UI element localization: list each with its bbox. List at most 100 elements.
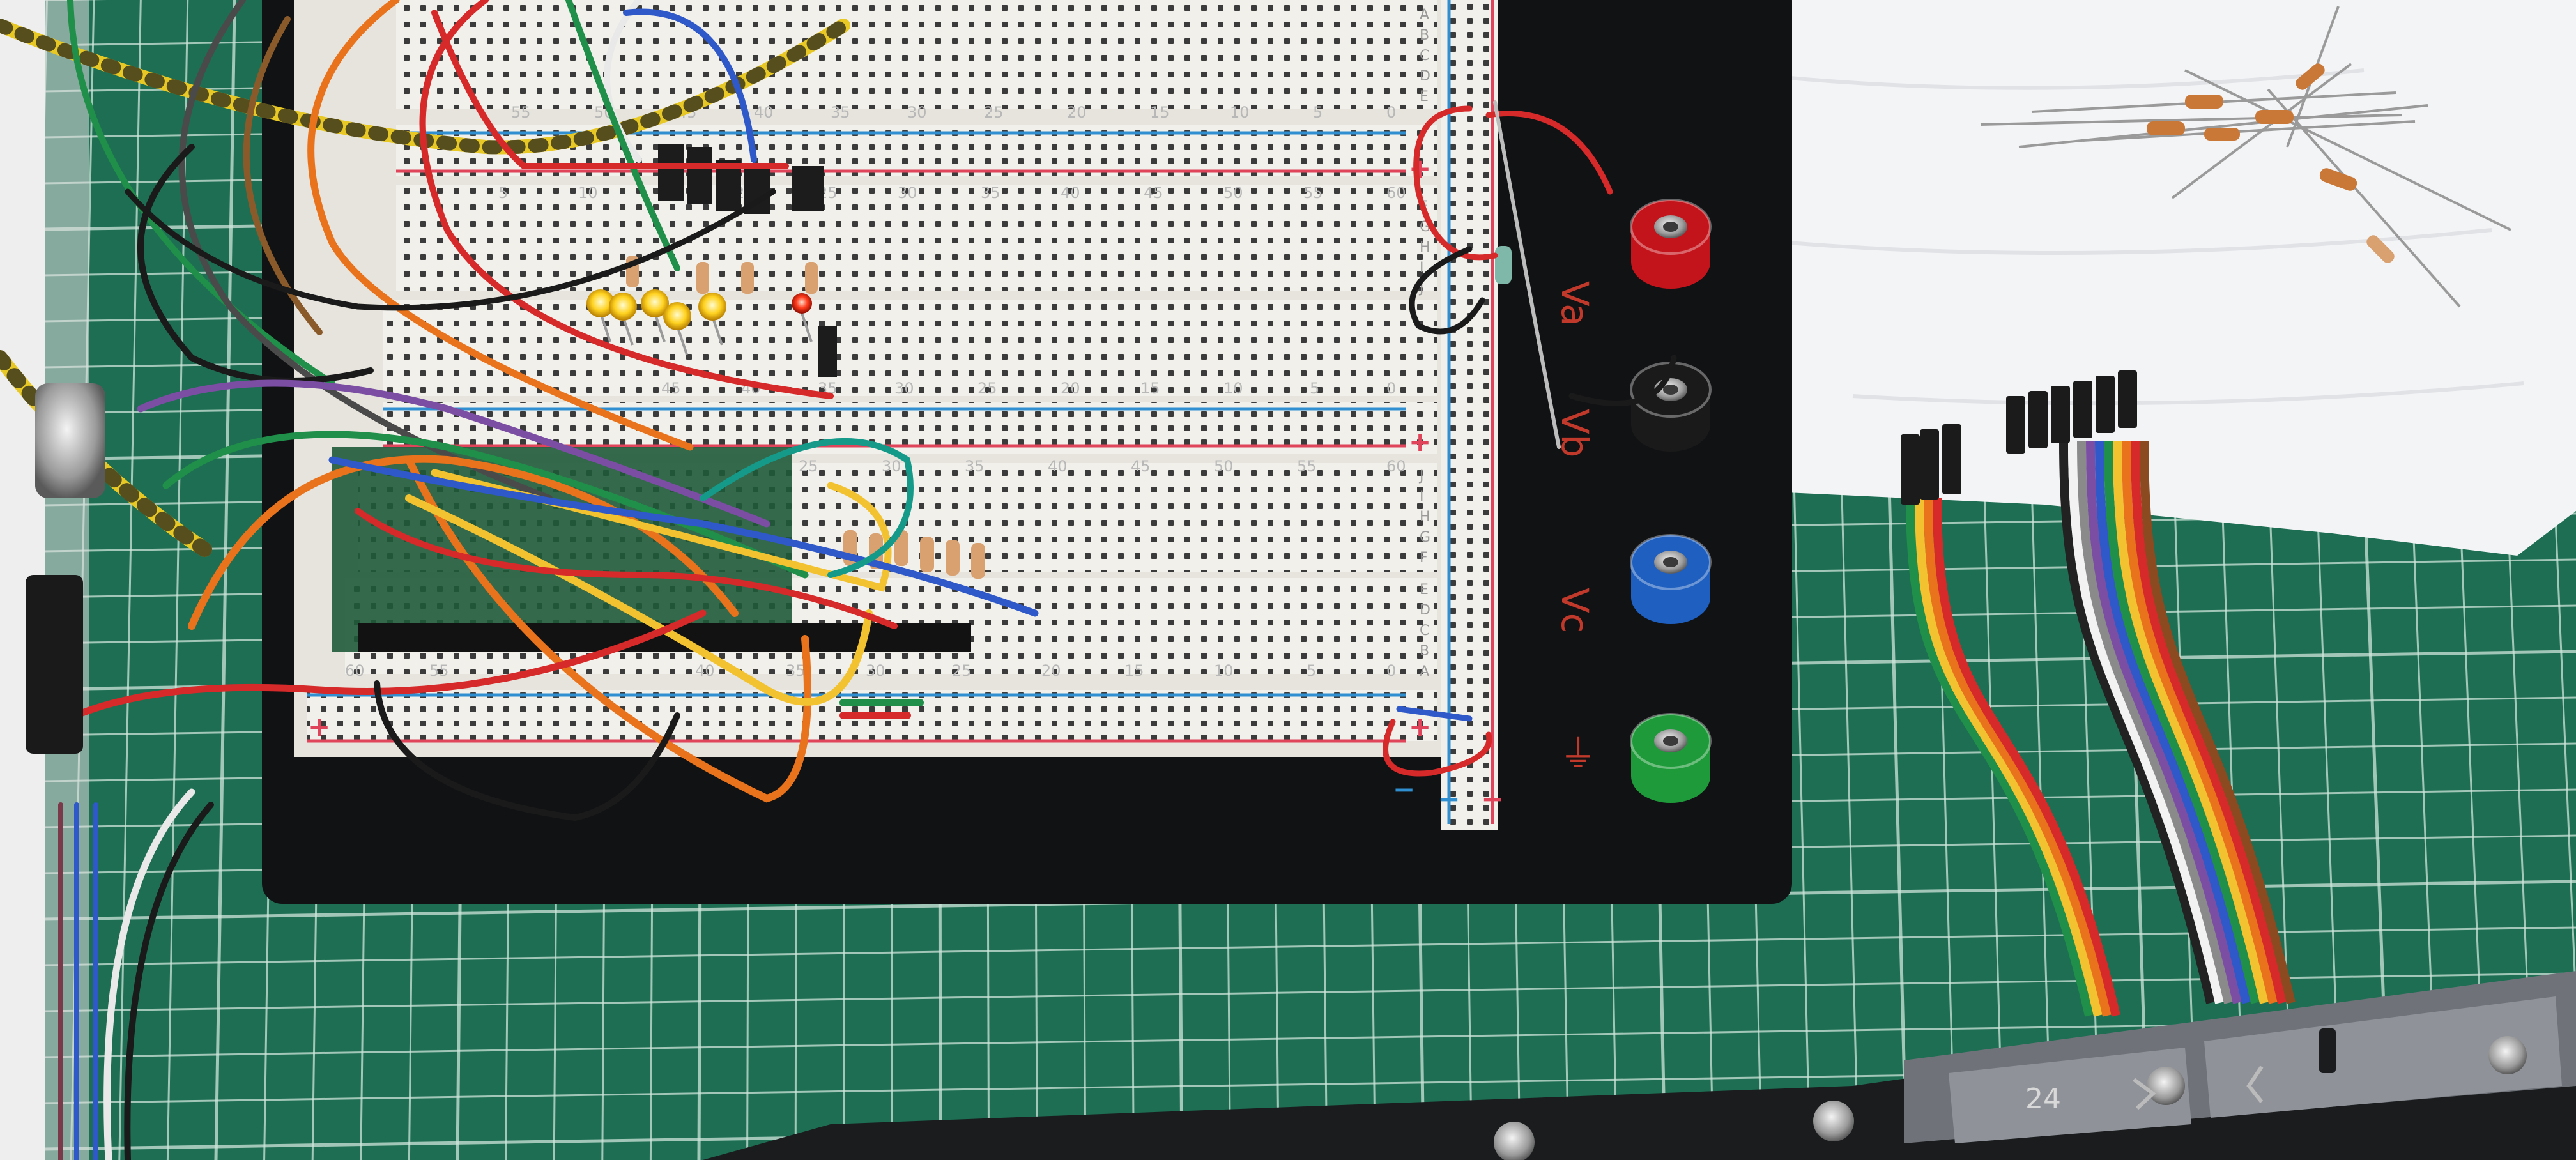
- bottom-rail-plus-right: +: [1409, 711, 1431, 742]
- ribbon-wire: [2113, 440, 2269, 1004]
- svg-text:25: 25: [799, 457, 818, 475]
- led-lead: [599, 312, 611, 342]
- led-lead: [801, 312, 813, 342]
- svg-text:25: 25: [952, 662, 972, 680]
- svg-text:35: 35: [831, 103, 850, 121]
- binding-post-blue-icon[interactable]: [1630, 534, 1712, 624]
- svg-text:A: A: [1420, 664, 1429, 680]
- svg-text:D: D: [1420, 602, 1430, 618]
- svg-text:30: 30: [866, 662, 885, 680]
- ribbon-wire: [2104, 440, 2260, 1004]
- svg-text:C: C: [1420, 48, 1429, 64]
- svg-text:J: J: [1418, 280, 1424, 296]
- svg-text:5: 5: [1313, 103, 1322, 121]
- binding-post-red-icon[interactable]: [1630, 199, 1712, 289]
- svg-text:H: H: [1420, 509, 1430, 525]
- svg-text:5: 5: [498, 184, 508, 202]
- svg-text:30: 30: [898, 184, 917, 202]
- svg-text:0: 0: [1386, 103, 1396, 121]
- resistor-bodies: [2147, 63, 2395, 263]
- svg-text:F: F: [1420, 550, 1428, 566]
- xlr-connector: [26, 383, 105, 754]
- ribbon-wire: [2131, 440, 2287, 1004]
- yellow-led: [586, 289, 615, 317]
- yellow-led: [609, 293, 637, 321]
- led-row: [586, 289, 813, 355]
- svg-text:55: 55: [429, 662, 449, 680]
- svg-text:35: 35: [786, 662, 806, 680]
- led-lead: [622, 316, 634, 346]
- parts-tray: 24: [703, 971, 2576, 1160]
- ribbon-cable-ten-wire: [2059, 440, 2296, 1004]
- ribbon-wire: [2068, 440, 2224, 1004]
- side-rail-minus: −: [1438, 783, 1460, 814]
- svg-text:5: 5: [1310, 379, 1319, 397]
- svg-text:D: D: [1420, 68, 1430, 84]
- led-lead: [654, 312, 666, 342]
- bottom-rail-plus-left: +: [308, 711, 330, 742]
- svg-text:10: 10: [1214, 662, 1234, 680]
- svg-text:30: 30: [907, 103, 927, 121]
- svg-text:J: J: [1418, 468, 1424, 484]
- svg-text:55: 55: [1303, 184, 1323, 202]
- svg-text:0: 0: [1386, 379, 1396, 397]
- svg-text:60: 60: [1386, 457, 1406, 475]
- yellow-led: [641, 289, 669, 317]
- svg-text:15: 15: [1140, 379, 1160, 397]
- svg-text:55: 55: [511, 103, 531, 121]
- svg-text:30: 30: [894, 379, 914, 397]
- svg-text:15: 15: [1124, 662, 1144, 680]
- post-label-va: Va: [1553, 281, 1597, 326]
- ribbon-wire: [2140, 440, 2296, 1004]
- mid-rail-plus: +: [1409, 426, 1431, 457]
- led-lead: [676, 325, 688, 355]
- post-label-vc: Vc: [1553, 588, 1597, 634]
- svg-text:0: 0: [1386, 662, 1396, 680]
- ribbon-wire: [2122, 440, 2278, 1004]
- svg-text:I: I: [1420, 260, 1424, 276]
- ribbon-wire: [2059, 440, 2215, 1004]
- svg-text:25: 25: [977, 379, 997, 397]
- svg-text:40: 40: [1048, 457, 1068, 475]
- svg-text:55: 55: [1297, 457, 1317, 475]
- bottom-rail-minus: −: [1393, 774, 1415, 805]
- mid-row-numbers: 25 30 35 40 45 50 55 60: [799, 457, 1406, 475]
- svg-text:20: 20: [1061, 379, 1080, 397]
- svg-text:30: 30: [882, 457, 901, 475]
- svg-text:15: 15: [1150, 103, 1170, 121]
- svg-text:10: 10: [578, 184, 598, 202]
- svg-text:60: 60: [345, 662, 365, 680]
- svg-text:H: H: [1420, 240, 1430, 256]
- breadboard-top-section: [396, 0, 1438, 109]
- yellow-led: [698, 293, 726, 321]
- svg-text:25: 25: [984, 103, 1004, 121]
- side-rail-plus: +: [1481, 783, 1503, 814]
- svg-text:E: E: [1420, 582, 1429, 598]
- svg-text:45: 45: [1131, 457, 1151, 475]
- ribbon-wire: [2077, 440, 2233, 1004]
- tray-slot-number: 24: [2025, 1083, 2061, 1115]
- svg-text:50: 50: [1214, 457, 1234, 475]
- svg-text:I: I: [1420, 489, 1424, 505]
- red-led: [792, 293, 812, 314]
- post-label-ground: ⏚: [1560, 732, 1597, 775]
- led-lead: [711, 316, 723, 346]
- paper-towel: [1751, 0, 2576, 556]
- svg-text:A: A: [1420, 7, 1429, 23]
- svg-text:E: E: [1420, 89, 1429, 105]
- svg-text:10: 10: [1223, 379, 1243, 397]
- binding-post-green-ground-icon[interactable]: [1630, 713, 1712, 803]
- binding-post-black-icon[interactable]: [1630, 362, 1712, 452]
- ribbon-wire: [2086, 440, 2242, 1004]
- svg-text:B: B: [1420, 643, 1429, 659]
- jumper-wires: [0, 0, 1677, 1160]
- svg-text:50: 50: [1223, 184, 1243, 202]
- svg-text:40: 40: [1061, 184, 1080, 202]
- svg-text:35: 35: [981, 184, 1000, 202]
- svg-text:G: G: [1420, 530, 1430, 546]
- svg-text:B: B: [1420, 27, 1429, 43]
- top-rail-plus: +: [1409, 153, 1431, 184]
- bottom-column-numbers: 60 55 40 35 30 25 20 15 10 5 0: [345, 662, 1396, 680]
- svg-text:20: 20: [1041, 662, 1061, 680]
